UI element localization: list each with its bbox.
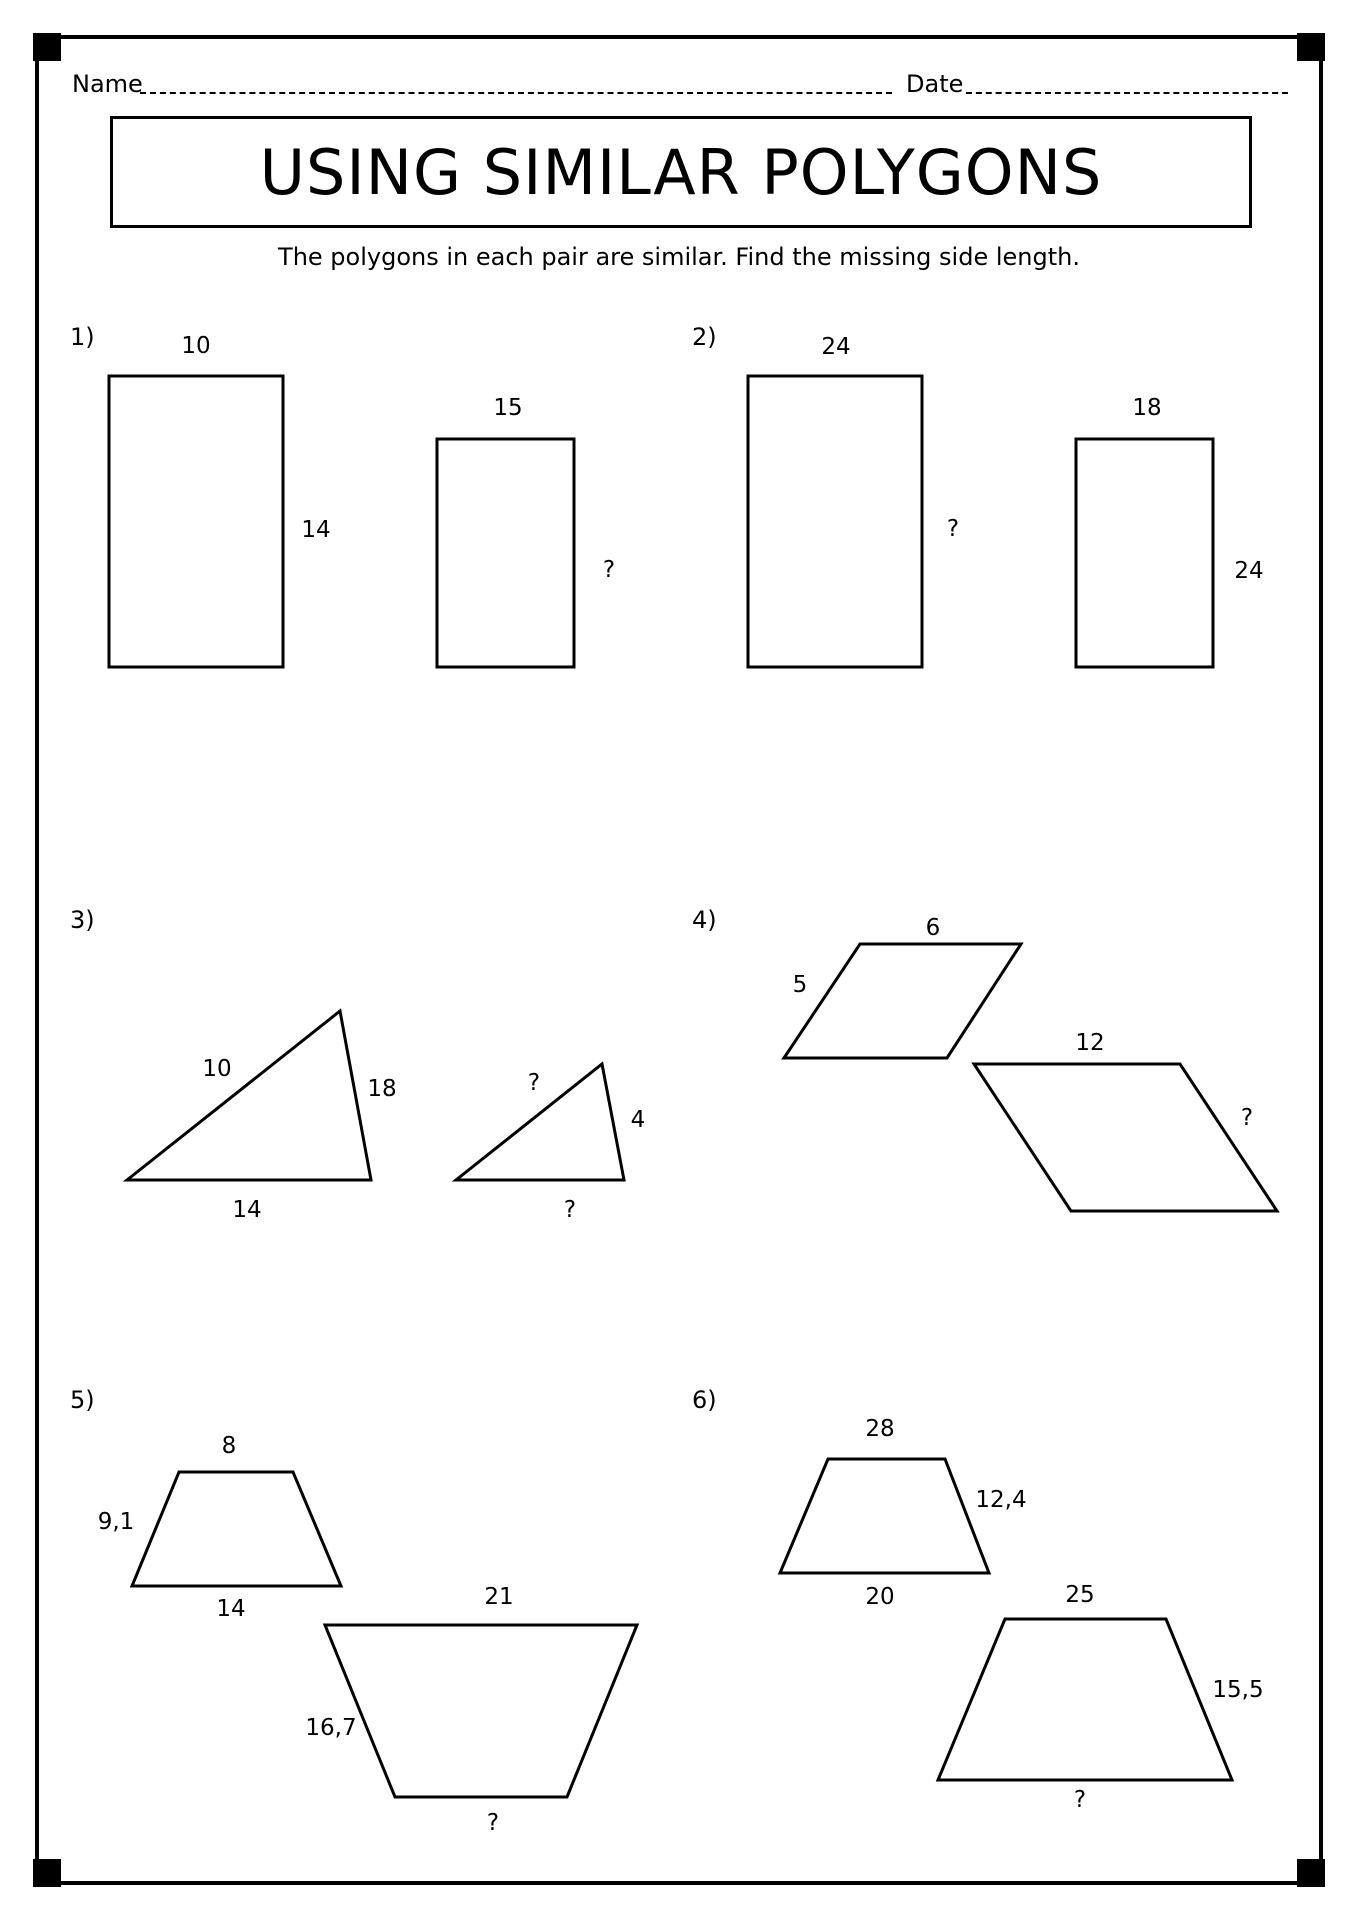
side-label: ?: [1073, 1787, 1087, 1813]
title-box: USING SIMILAR POLYGONS: [110, 116, 1252, 228]
name-label: Name: [72, 70, 143, 98]
corner-mark: [1297, 1859, 1325, 1887]
problem-number: 2): [692, 323, 717, 351]
date-label: Date: [906, 70, 964, 98]
parallelogram-small: [781, 942, 1024, 1060]
page-border: [35, 35, 1323, 1885]
side-label: 20: [865, 1584, 895, 1610]
trapezoid-large: [935, 1617, 1235, 1782]
triangle-small: [451, 1061, 626, 1182]
side-label: ?: [602, 557, 616, 583]
problem-number: 4): [692, 906, 717, 934]
corner-mark: [1297, 33, 1325, 61]
side-label: ?: [527, 1070, 541, 1096]
side-label: 14: [232, 1197, 262, 1223]
side-label: ?: [486, 1810, 500, 1836]
problem-number: 6): [692, 1386, 717, 1414]
side-label: 6: [925, 915, 941, 941]
problem-number: 3): [70, 906, 95, 934]
corner-mark: [33, 1859, 61, 1887]
side-label: 24: [1234, 558, 1264, 584]
side-label: ?: [563, 1197, 577, 1223]
side-label: 4: [630, 1107, 646, 1133]
side-label: 14: [216, 1596, 246, 1622]
side-label: 15: [493, 395, 523, 421]
side-label: 24: [821, 334, 851, 360]
problem-number: 5): [70, 1386, 95, 1414]
rectangle-small: [435, 437, 576, 669]
side-label: 8: [221, 1433, 237, 1459]
side-label: 18: [367, 1076, 397, 1102]
trapezoid-large: [322, 1623, 640, 1799]
trapezoid-small: [129, 1470, 344, 1588]
rectangle-large: [107, 374, 285, 669]
side-label: 12: [1075, 1030, 1105, 1056]
rectangle-small: [1074, 437, 1215, 669]
rectangle-large: [746, 374, 924, 669]
name-line: [140, 92, 892, 94]
instructions: The polygons in each pair are similar. F…: [278, 243, 1080, 271]
side-label: 9,1: [97, 1509, 135, 1535]
side-label: 10: [181, 333, 211, 359]
date-line: [966, 92, 1288, 94]
side-label: 18: [1132, 395, 1162, 421]
trapezoid-small: [777, 1457, 992, 1575]
problem-number: 1): [70, 323, 95, 351]
corner-mark: [33, 33, 61, 61]
page-title: USING SIMILAR POLYGONS: [259, 135, 1103, 209]
triangle-large: [122, 1008, 373, 1182]
side-label: 25: [1065, 1582, 1095, 1608]
side-label: 14: [301, 517, 331, 543]
parallelogram-large: [971, 1062, 1280, 1213]
side-label: ?: [946, 516, 960, 542]
side-label: 16,7: [305, 1715, 357, 1741]
side-label: 5: [792, 972, 808, 998]
side-label: ?: [1240, 1105, 1254, 1131]
side-label: 15,5: [1212, 1677, 1264, 1703]
side-label: 10: [202, 1056, 232, 1082]
side-label: 28: [865, 1416, 895, 1442]
side-label: 12,4: [975, 1487, 1027, 1513]
side-label: 21: [484, 1584, 514, 1610]
